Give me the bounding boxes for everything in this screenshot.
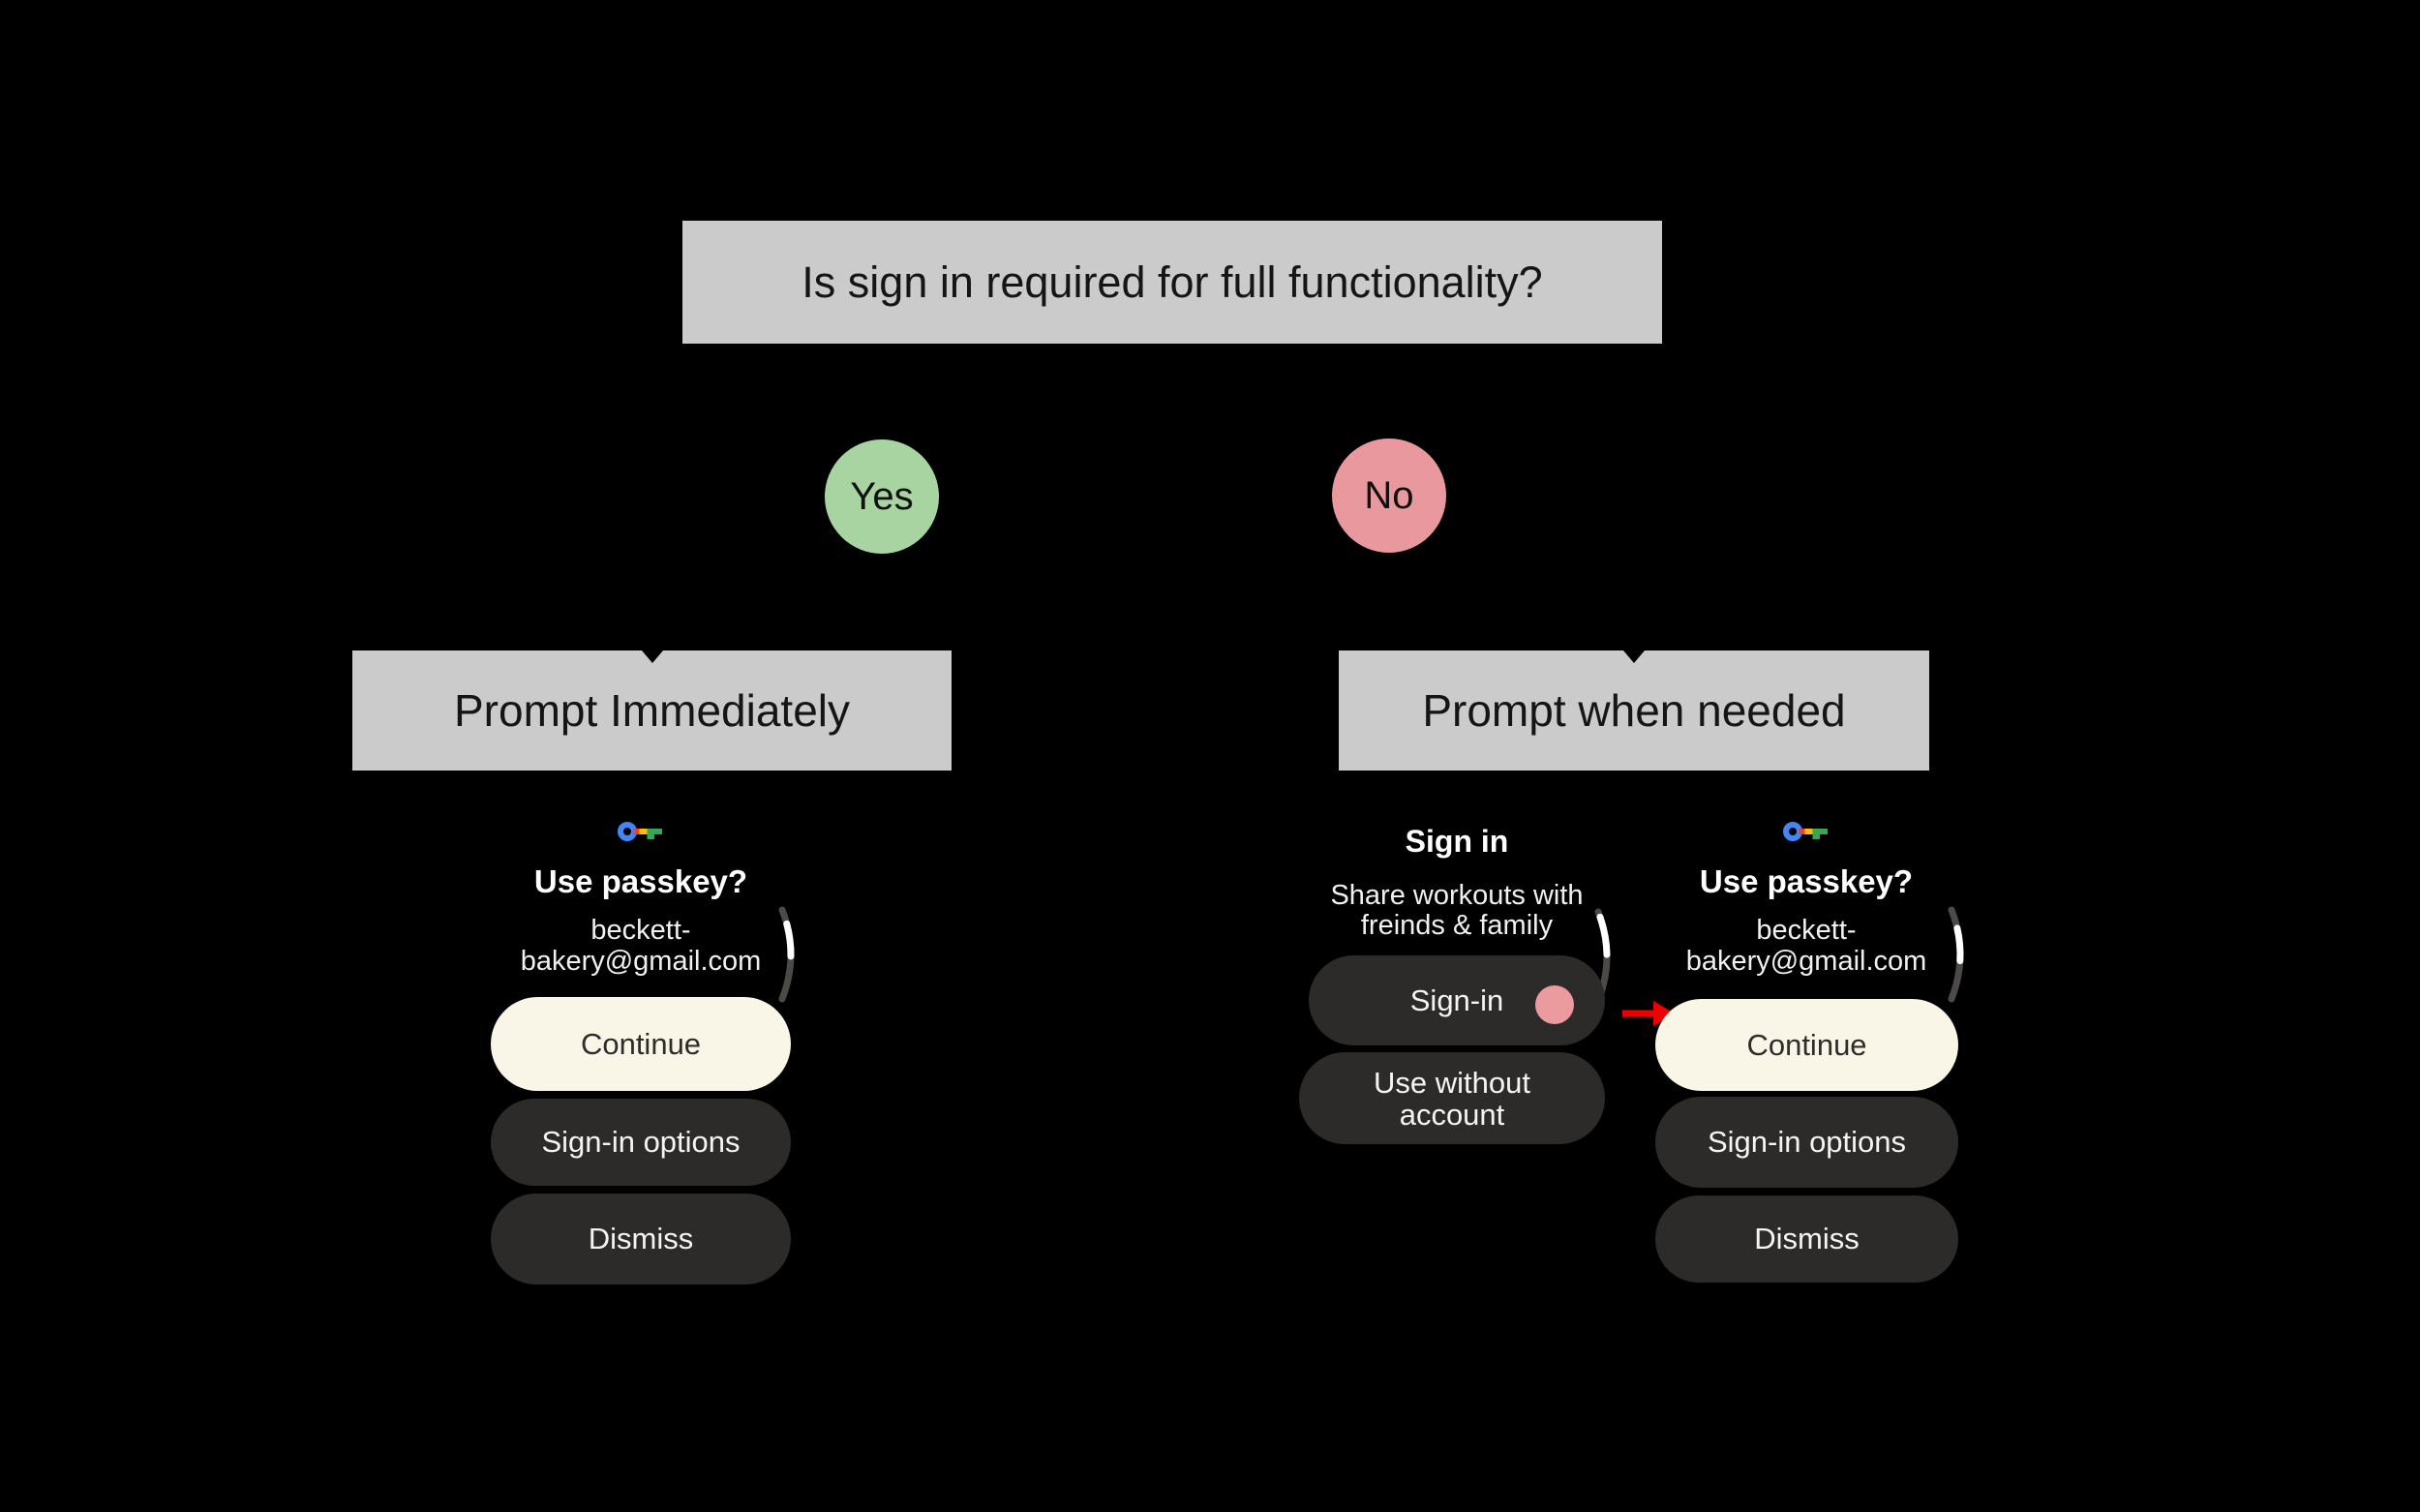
connector-arrowhead-icon	[641, 650, 663, 663]
continue-button-label: Continue	[580, 1026, 702, 1061]
use-without-line1: Use without	[1374, 1065, 1530, 1100]
question-box: Is sign in required for full functionali…	[682, 221, 1662, 344]
outcome-left-text: Prompt Immediately	[453, 685, 850, 736]
signin-subtitle-line1: Share workouts with	[1330, 880, 1584, 911]
outcome-box-prompt-when-needed: Prompt when needed	[1339, 650, 1929, 771]
dismiss-button-label: Dismiss	[588, 1222, 694, 1255]
use-without-account-button[interactable]: Use without account	[1299, 1052, 1605, 1144]
account-email-line2: bakery@gmail.com	[520, 946, 762, 977]
continue-button[interactable]: Continue	[1655, 999, 1958, 1091]
outcome-box-prompt-immediately: Prompt Immediately	[352, 650, 952, 771]
account-email: beckett- bakery@gmail.com	[521, 915, 762, 977]
google-passkey-icon	[618, 822, 662, 841]
yes-label: Yes	[850, 474, 914, 518]
signin-options-button-label: Sign-in options	[541, 1125, 741, 1159]
signin-subtitle-line2: freinds & family	[1360, 910, 1554, 941]
signin-options-button-label: Sign-in options	[1707, 1125, 1907, 1159]
use-without-line2: account	[1399, 1097, 1505, 1132]
account-email-line2: bakery@gmail.com	[1685, 946, 1927, 977]
signin-options-button[interactable]: Sign-in options	[491, 1099, 791, 1186]
dismiss-button-label: Dismiss	[1754, 1222, 1860, 1255]
no-label: No	[1364, 473, 1414, 517]
outcome-right-text: Prompt when needed	[1422, 685, 1846, 736]
google-passkey-icon	[1783, 822, 1828, 841]
passkey-title: Use passkey?	[533, 863, 748, 899]
signin-button-label: Sign-in	[1409, 983, 1504, 1017]
account-email: beckett- bakery@gmail.com	[1686, 915, 1927, 977]
question-text: Is sign in required for full functionali…	[802, 257, 1543, 307]
signin-subtitle: Share workouts with freinds & family	[1330, 881, 1583, 941]
no-node: No	[1332, 438, 1446, 553]
signin-title: Sign in	[1405, 824, 1509, 859]
continue-button[interactable]: Continue	[491, 997, 791, 1091]
connector-arrowhead-icon	[1623, 650, 1645, 663]
account-email-line1: beckett-	[590, 915, 691, 946]
scroll-indicator	[1948, 906, 1964, 1003]
yes-node: Yes	[825, 439, 939, 554]
account-email-line1: beckett-	[1756, 915, 1857, 946]
use-without-account-label: Use without account	[1374, 1067, 1530, 1131]
dismiss-button[interactable]: Dismiss	[491, 1194, 791, 1285]
scroll-indicator	[778, 906, 795, 1003]
signin-options-button[interactable]: Sign-in options	[1655, 1097, 1958, 1188]
red-arrow-icon	[1622, 1001, 1675, 1026]
touch-indicator	[1535, 985, 1574, 1024]
dismiss-button[interactable]: Dismiss	[1655, 1195, 1958, 1283]
continue-button-label: Continue	[1746, 1027, 1867, 1062]
passkey-title: Use passkey?	[1699, 863, 1914, 899]
